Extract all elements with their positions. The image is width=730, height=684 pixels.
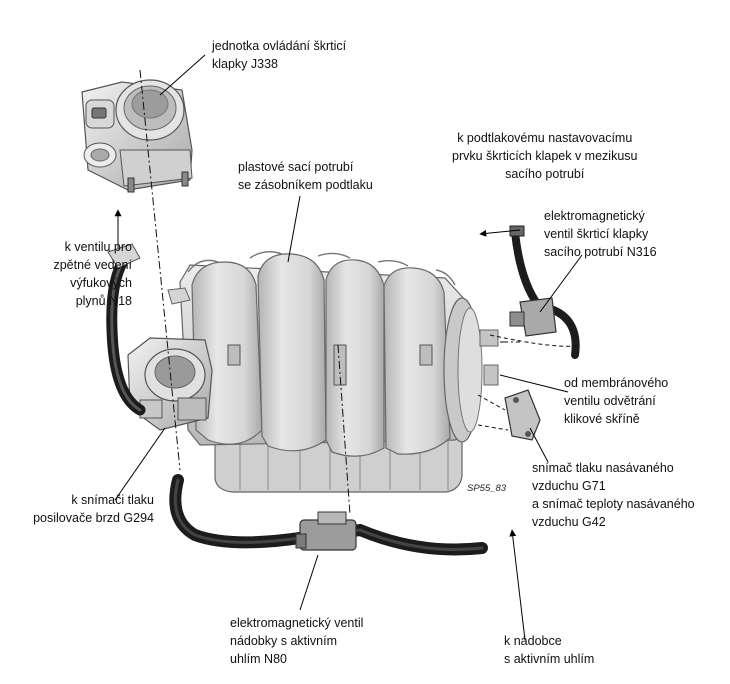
- canister-valve-n80: [295, 511, 357, 551]
- pressure-temperature-sensor: [504, 389, 541, 441]
- label-line: od membránového: [564, 376, 669, 390]
- label-line: nádobky s aktivním: [230, 634, 337, 648]
- label-line: prvku škrticích klapek v mezikusu: [452, 149, 638, 163]
- label-line: a snímač teploty nasávaného: [532, 497, 695, 511]
- label-line: ventil škrticí klapky: [544, 227, 649, 241]
- throttle-flange-side: [127, 337, 213, 431]
- label-line: vzduchu G42: [532, 515, 606, 529]
- label-line: elektromagnetický: [544, 209, 645, 223]
- vacuum-line-dashed: [489, 334, 581, 347]
- label-line: jednotka ovládání škrticí: [212, 39, 347, 53]
- label-manifold: plastové sací potrubí se zásobníkem podt…: [238, 158, 373, 194]
- label-line: sacího potrubí: [505, 167, 585, 181]
- label-line: výfukových: [70, 276, 132, 290]
- label-line: k podtlakovému nastavovacímu: [457, 131, 633, 145]
- label-vacuum-adjuster: k podtlakovému nastavovacímu prvku škrti…: [452, 129, 637, 183]
- leaders: [114, 54, 583, 641]
- label-line: sacího potrubí N316: [544, 245, 657, 259]
- label-flap-valve: elektromagnetický ventil škrticí klapky …: [544, 207, 657, 261]
- label-line: zpětné vedení: [53, 258, 132, 272]
- label-throttle-unit: jednotka ovládání škrticí klapky J338: [212, 37, 346, 73]
- sensor-line-dashed-2: [477, 424, 509, 431]
- label-line: k snímači tlaku: [71, 493, 154, 507]
- sensor-line-dashed: [477, 394, 506, 411]
- flap-valve-n316: [509, 225, 557, 337]
- label-line: klikové skříně: [564, 412, 640, 426]
- label-line: snímač tlaku nasávaného: [532, 461, 674, 475]
- intake-manifold: [167, 251, 499, 493]
- label-canister: k nádobce s aktivním uhlím: [504, 632, 594, 668]
- label-line: se zásobníkem podtlaku: [238, 178, 373, 192]
- label-line: uhlím N80: [230, 652, 287, 666]
- label-line: ventilu odvětrání: [564, 394, 656, 408]
- label-crankcase-vent: od membránového ventilu odvětrání klikov…: [564, 374, 668, 428]
- figure-code: SP55_83: [467, 483, 507, 494]
- label-line: klapky J338: [212, 57, 279, 71]
- label-line: plastové sací potrubí: [238, 160, 354, 174]
- label-pressure-sensor: snímač tlaku nasávaného vzduchu G71 a sn…: [532, 459, 695, 531]
- label-canister-valve: elektromagnetický ventil nádobky s aktiv…: [230, 614, 363, 668]
- label-egr-valve: k ventilu pro zpětné vedení výfukových p…: [16, 238, 132, 310]
- label-line: s aktivním uhlím: [504, 652, 595, 666]
- label-line: vzduchu G71: [532, 479, 606, 493]
- assembly-lines: [139, 69, 520, 516]
- label-line: k nádobce: [504, 634, 562, 648]
- label-line: k ventilu pro: [64, 240, 132, 254]
- label-brake-sensor: k snímači tlaku posilovače brzd G294: [14, 491, 154, 527]
- label-line: plynů N18: [75, 294, 132, 308]
- label-line: elektromagnetický ventil: [230, 616, 364, 630]
- label-line: posilovače brzd G294: [33, 511, 154, 525]
- throttle-unit-j338: [81, 79, 193, 193]
